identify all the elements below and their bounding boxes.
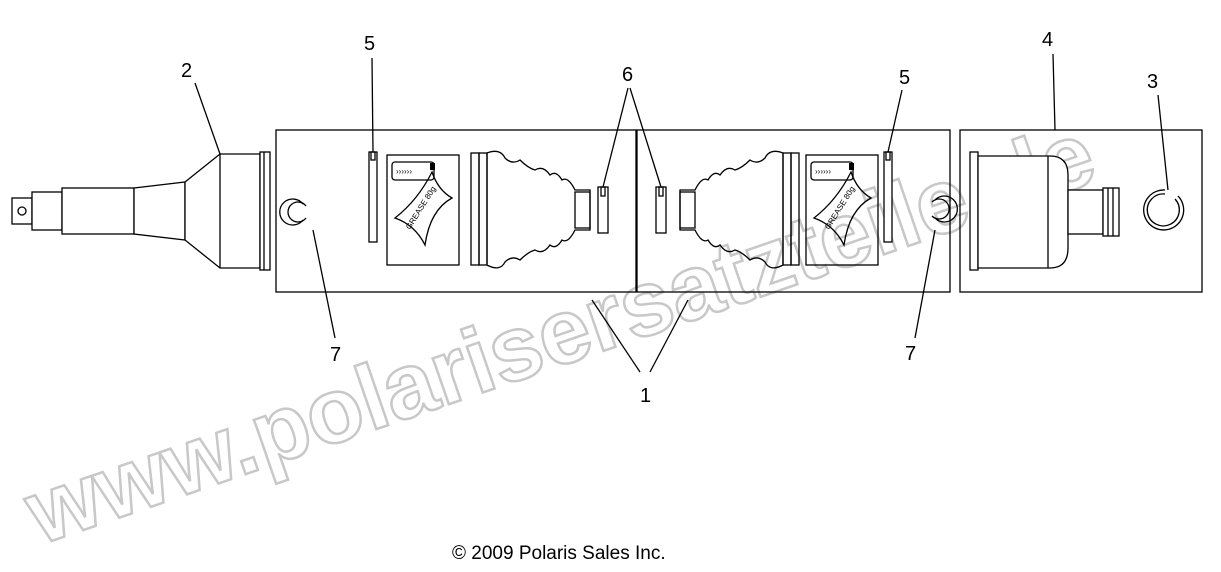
callout-7-right: 7: [905, 343, 916, 365]
svg-text:››››››: ››››››: [815, 167, 831, 176]
inner-cv-joint: [969, 151, 1120, 271]
snap-ring: [1143, 189, 1185, 231]
grease-packet-left: ›››››› GREASE 80g: [386, 154, 460, 266]
callout-2: 2: [181, 60, 192, 82]
callout-3: 3: [1147, 71, 1158, 93]
watermark: www.polarisersatzteile.de: [12, 102, 1106, 564]
callout-5-right: 5: [899, 67, 910, 89]
callout-5-left: 5: [364, 33, 375, 55]
callout-4: 4: [1042, 29, 1053, 51]
boot-clamp-small-left: [597, 186, 609, 234]
cv-boot-right: [679, 150, 800, 269]
boot-clamp-small-right: [655, 186, 667, 234]
circlip-right: [934, 195, 958, 223]
cv-boot-left: [470, 150, 591, 269]
leader-lines: [194, 53, 1169, 373]
inner-cv-joint-box: [959, 129, 1203, 293]
callout-6: 6: [622, 64, 633, 86]
circlip-left: [279, 198, 304, 226]
copyright: © 2009 Polaris Sales Inc.: [452, 543, 666, 564]
boot-kit-box-right: [636, 129, 951, 293]
callout-1: 1: [640, 385, 651, 407]
callout-7-left: 7: [330, 344, 341, 366]
boot-clamp-large-right: [883, 151, 893, 243]
boot-clamp-large-left: [368, 151, 378, 243]
outer-cv-joint-shaft: [11, 151, 271, 271]
boot-kit-box-left: [275, 129, 637, 293]
svg-text:››››››: ››››››: [396, 167, 412, 176]
